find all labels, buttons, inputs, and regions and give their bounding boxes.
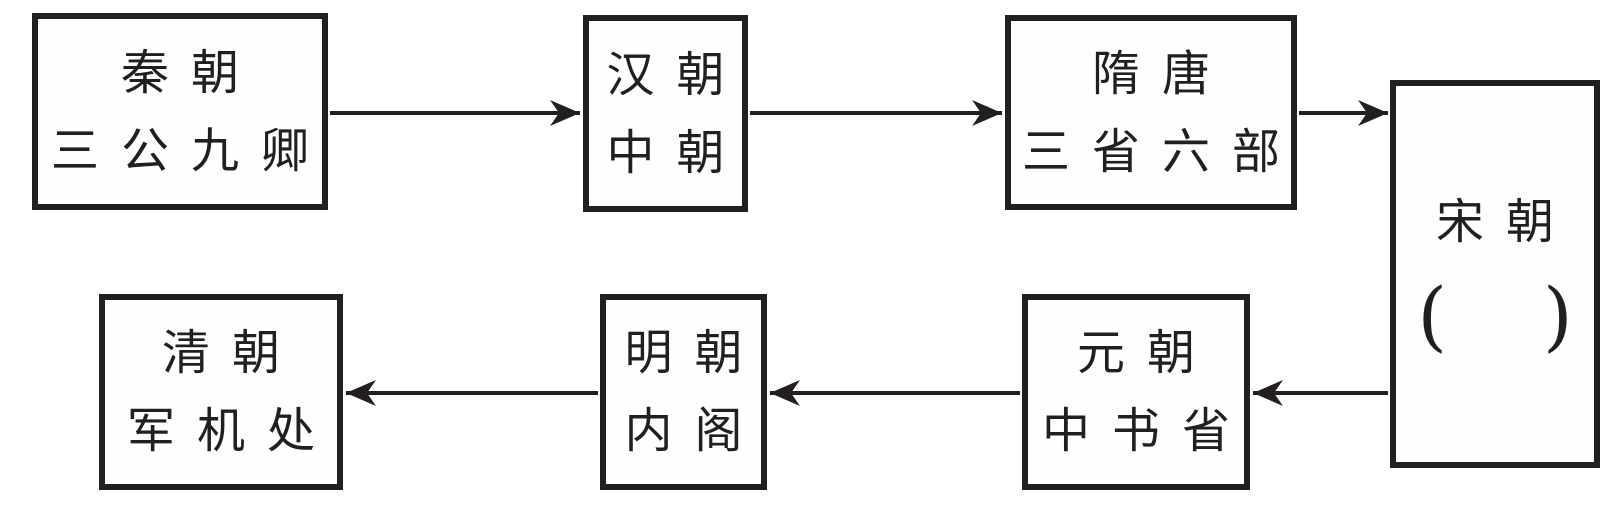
node-song-blank: ( ) bbox=[1417, 270, 1573, 360]
node-qing-dynasty: 清朝 军机处 bbox=[99, 294, 343, 490]
node-yuan-dynasty: 元朝 中书省 bbox=[1022, 294, 1250, 490]
blank-open-paren: ( bbox=[1417, 270, 1447, 360]
node-yuan-title: 元朝 bbox=[1076, 325, 1217, 381]
node-song-title: 宋朝 bbox=[1435, 193, 1576, 250]
node-qin-institution: 三公九卿 bbox=[50, 122, 331, 179]
node-qin-title: 秦朝 bbox=[120, 44, 261, 101]
node-han-institution: 中朝 bbox=[606, 124, 747, 181]
node-suitang-institution: 三省六部 bbox=[1021, 123, 1302, 180]
node-qing-title: 清朝 bbox=[161, 325, 302, 381]
node-qin-dynasty: 秦朝 三公九卿 bbox=[32, 13, 328, 210]
blank-close-paren: ) bbox=[1543, 270, 1573, 360]
node-ming-title: 明朝 bbox=[624, 325, 765, 381]
node-song-dynasty: 宋朝 ( ) bbox=[1390, 80, 1600, 468]
node-han-dynasty: 汉朝 中朝 bbox=[583, 15, 748, 212]
node-han-title: 汉朝 bbox=[606, 46, 747, 103]
node-ming-dynasty: 明朝 内阁 bbox=[600, 294, 767, 490]
node-qing-institution: 军机处 bbox=[126, 403, 337, 459]
node-yuan-institution: 中书省 bbox=[1041, 403, 1252, 459]
node-ming-institution: 内阁 bbox=[624, 403, 765, 459]
node-suitang-title: 隋唐 bbox=[1091, 45, 1232, 102]
node-suitang-dynasty: 隋唐 三省六部 bbox=[1005, 15, 1297, 210]
